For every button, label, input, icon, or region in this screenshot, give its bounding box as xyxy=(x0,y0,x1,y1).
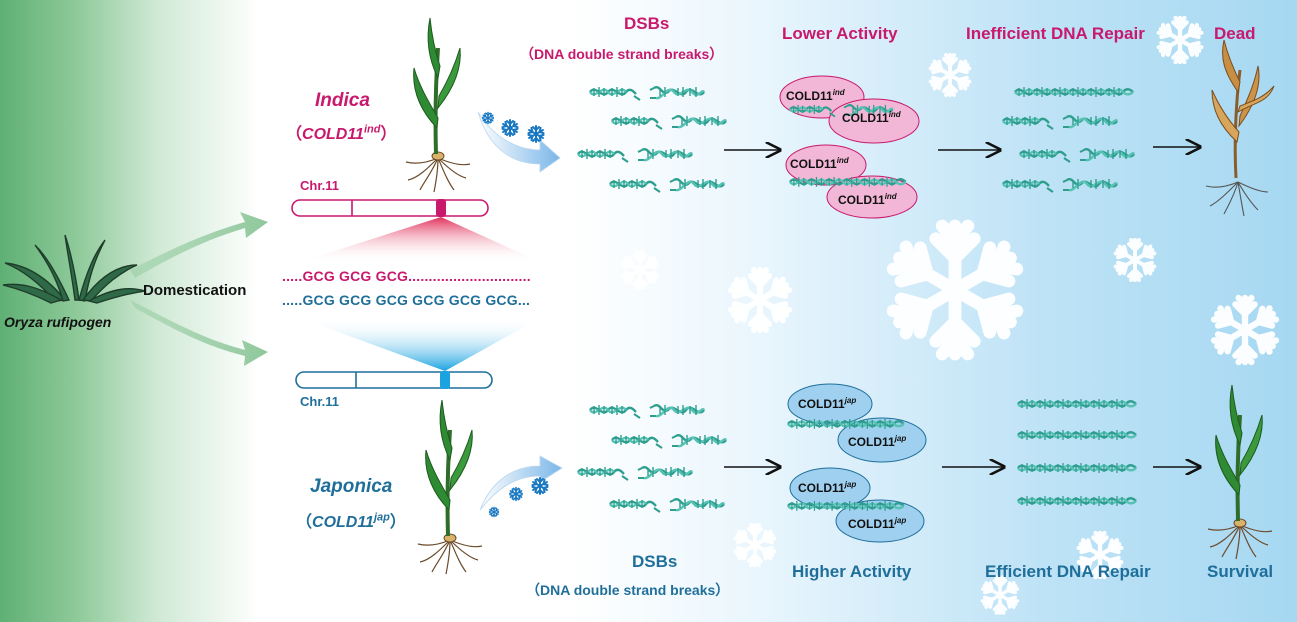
indica-activity-label: Lower Activity xyxy=(782,24,898,43)
arrow-icon xyxy=(724,147,1200,467)
domestication-label: Domestication xyxy=(143,282,247,299)
chromosome-icon xyxy=(291,199,489,217)
domestication-arrows xyxy=(130,212,268,366)
japonica-dsb-title: DSBs xyxy=(632,552,678,571)
japonica-repair-label: Efficient DNA Repair xyxy=(985,562,1151,581)
protein-label: COLD11ind xyxy=(842,110,901,125)
rice-plant-icon xyxy=(404,16,472,194)
japonica-title: Japonica xyxy=(310,476,393,497)
dna-helix-icon xyxy=(1001,85,1136,194)
indica-allele-sup: ind xyxy=(363,123,381,136)
protein-label: COLD11ind xyxy=(838,192,897,207)
wild-rice-icon xyxy=(2,234,146,304)
protein-label: COLD11ind xyxy=(786,88,845,103)
indica-dsb-subtitle: （DNA double strand breaks） xyxy=(520,46,724,62)
rice-plant-icon xyxy=(416,398,484,576)
indica-allele-base: COLD11 xyxy=(302,126,364,143)
zoom-triangle-japonica xyxy=(300,318,540,371)
japonica-allele: （COLD11jap） xyxy=(296,508,406,532)
japonica-outcome-label: Survival xyxy=(1207,562,1274,581)
protein-label: COLD11ind xyxy=(790,156,849,171)
dna-helix-icon xyxy=(576,403,728,514)
indica-allele: （COLD11ind） xyxy=(286,120,396,144)
rice-plant-icon xyxy=(1206,383,1274,561)
protein-label: COLD11jap xyxy=(798,480,857,495)
japonica-allele-open: （ xyxy=(296,514,313,531)
indica-dsb-title: DSBs xyxy=(624,14,670,33)
indica-sequence: .....GCG GCG GCG........................… xyxy=(282,268,531,284)
japonica-allele-base: COLD11 xyxy=(312,514,374,531)
japonica-allele-close: ） xyxy=(389,514,406,531)
cold-arrow-bottom xyxy=(479,455,563,517)
indica-title: Indica xyxy=(315,90,370,111)
zoom-triangle-indica xyxy=(300,217,540,262)
dna-helix-icon xyxy=(1016,397,1138,508)
wild-rice-name: Oryza rufipogen xyxy=(4,314,112,330)
indica-allele-open: （ xyxy=(286,126,303,143)
cold-arrow-top xyxy=(477,112,561,173)
protein-label: COLD11jap xyxy=(848,434,907,449)
japonica-activity-label: Higher Activity xyxy=(792,562,912,581)
dna-helix-icon xyxy=(576,85,728,194)
indica-repair-label: Inefficient DNA Repair xyxy=(966,24,1145,43)
indica-chromosome-label: Chr.11 xyxy=(300,178,340,193)
indica-outcome-label: Dead xyxy=(1214,24,1256,43)
cold11-ind-protein xyxy=(779,75,920,219)
cold11-jap-protein xyxy=(786,383,927,543)
protein-label: COLD11jap xyxy=(798,396,857,411)
japonica-allele-sup: jap xyxy=(373,511,390,524)
indica-allele-close: ） xyxy=(380,126,397,143)
japonica-dsb-subtitle: （DNA double strand breaks） xyxy=(526,582,730,598)
japonica-chromosome-label: Chr.11 xyxy=(300,394,340,409)
protein-label: COLD11jap xyxy=(848,516,907,531)
snowflake-icon xyxy=(622,18,1278,613)
dead-rice-plant-icon xyxy=(1204,38,1276,218)
chromosome-icon xyxy=(295,371,493,389)
japonica-sequence: .....GCG GCG GCG GCG GCG GCG... xyxy=(282,292,531,308)
